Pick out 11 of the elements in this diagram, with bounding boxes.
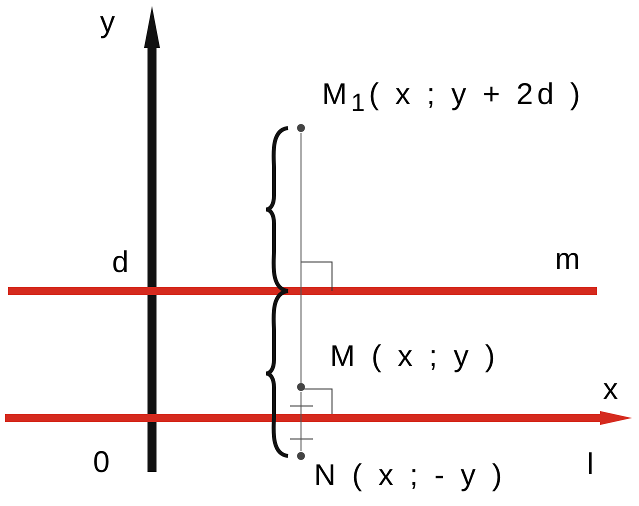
point-label: M ( x ; y ) <box>330 342 499 372</box>
segment-line <box>300 132 302 340</box>
point-label: N ( x ; - y ) <box>314 461 506 491</box>
segment-line <box>300 392 302 452</box>
origin-label: 0 <box>93 448 110 478</box>
point-label: M$_{1}$( x ; y + 2d ) <box>322 80 584 116</box>
line-label: l <box>587 450 594 480</box>
axis-label: y <box>100 8 115 38</box>
point-label: d <box>112 248 129 278</box>
line-label: m <box>555 245 580 275</box>
axis-label: x <box>603 375 618 405</box>
